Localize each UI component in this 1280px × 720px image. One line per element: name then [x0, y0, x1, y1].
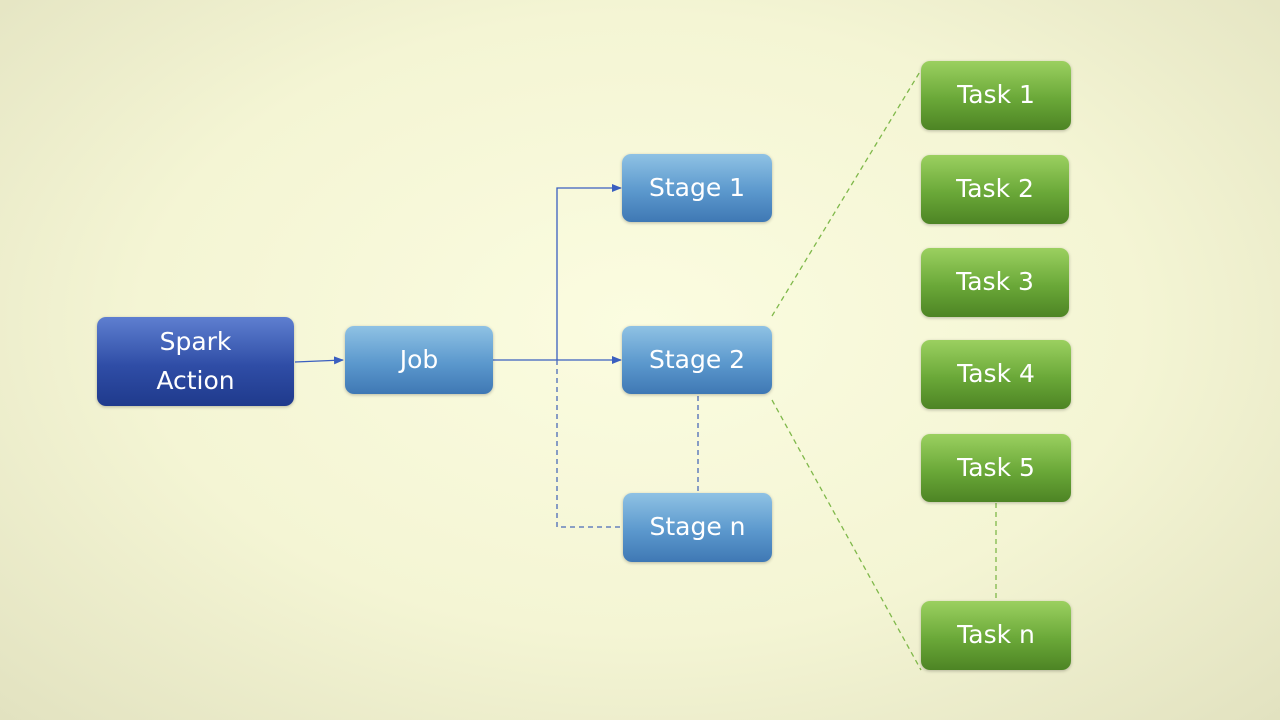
task-4-label: Task 4 — [957, 359, 1035, 389]
task-5-node: Task 5 — [921, 434, 1071, 502]
task-1-label: Task 1 — [957, 80, 1035, 110]
connector-stage2-to-task1 — [771, 69, 922, 317]
spark-action-label-line1: Spark — [159, 326, 232, 356]
connector-action-to-job — [294, 356, 344, 365]
stage-1-label: Stage 1 — [648, 172, 746, 202]
task-n-node: Task n — [921, 601, 1071, 670]
connector-job-to-stage-n — [556, 360, 622, 528]
spark-action-label-line2: Action — [156, 365, 235, 395]
stage-1-node: Stage 1 — [622, 154, 772, 222]
task-4-node: Task 4 — [921, 340, 1071, 409]
task-3-label: Task 3 — [956, 267, 1034, 297]
stage-n-node: Stage n — [623, 493, 772, 562]
stage-2-label: Stage 2 — [648, 344, 746, 374]
task-n-label: Task n — [957, 620, 1035, 650]
task-2-label: Task 2 — [956, 174, 1034, 204]
job-node: Job — [345, 326, 493, 394]
spark-action-node: Spark Action — [97, 317, 294, 406]
task-3-node: Task 3 — [921, 248, 1069, 317]
task-5-label: Task 5 — [957, 452, 1035, 482]
connector-stage2-to-task-n — [771, 399, 922, 671]
stage-2-node: Stage 2 — [622, 326, 772, 394]
task-2-node: Task 2 — [921, 155, 1069, 224]
job-label: Job — [399, 344, 439, 374]
stage-n-label: Stage n — [649, 512, 746, 542]
task-1-node: Task 1 — [921, 61, 1071, 130]
connector-job-to-stage1 — [556, 184, 622, 360]
